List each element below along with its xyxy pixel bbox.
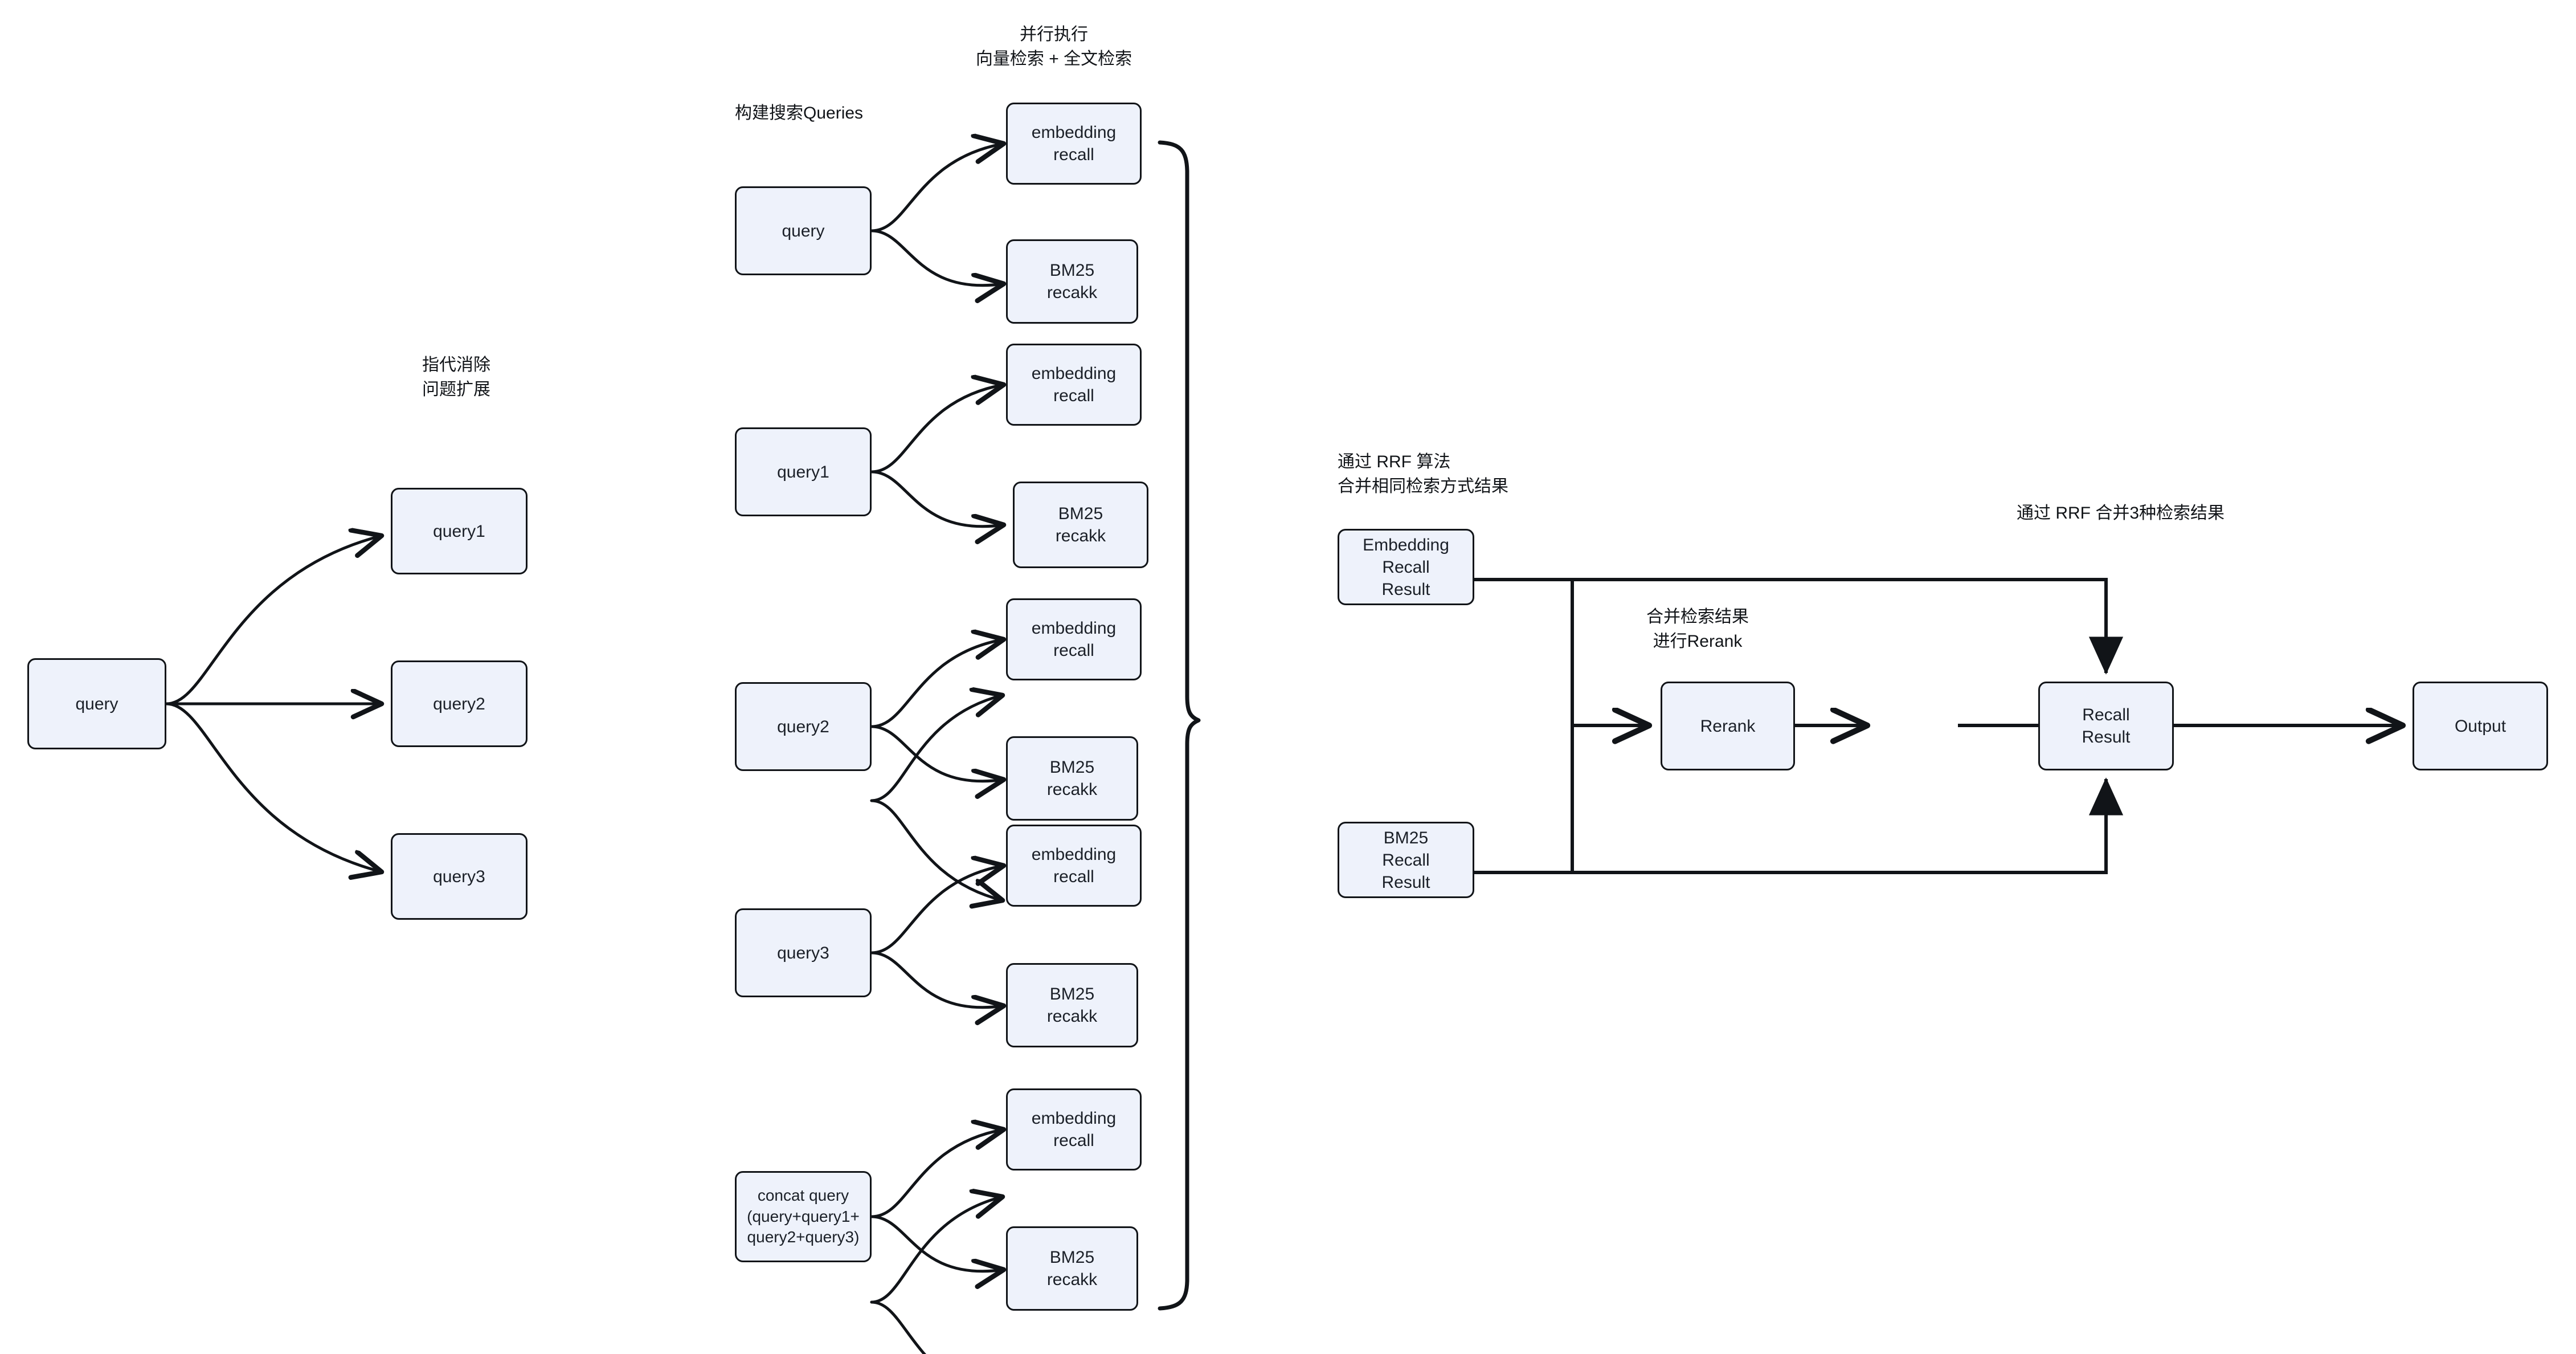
node-embedding-recall-1[interactable]: embedding recall — [1006, 103, 1142, 185]
node-query2[interactable]: query2 — [391, 660, 528, 747]
node-stage2-query3[interactable]: query3 — [735, 908, 872, 997]
node-embedding-recall-result[interactable]: Embedding Recall Result — [1338, 529, 1474, 605]
node-query3[interactable]: query3 — [391, 833, 528, 920]
node-bm25-recall-2[interactable]: BM25 recakk — [1013, 482, 1148, 568]
node-stage2-query1[interactable]: query1 — [735, 427, 872, 516]
node-bm25-recall-1[interactable]: BM25 recakk — [1006, 239, 1138, 324]
node-embedding-recall-5[interactable]: embedding recall — [1006, 1088, 1142, 1171]
caption-rewrite: 指代消除 问题扩展 — [422, 356, 490, 399]
node-embedding-recall-2[interactable]: embedding recall — [1006, 344, 1142, 426]
caption-parallel-exec: 并行执行 向量检索 + 全文检索 — [975, 25, 1132, 68]
node-stage2-query2[interactable]: query2 — [735, 682, 872, 771]
node-embedding-recall-3[interactable]: embedding recall — [1006, 598, 1142, 680]
node-query-source[interactable]: query — [27, 658, 166, 749]
caption-rrf-same-type: 通过 RRF 算法 合并相同检索方式结果 — [1338, 452, 1508, 496]
node-rerank[interactable]: Rerank — [1661, 682, 1795, 770]
node-stage2-concat-query[interactable]: concat query (query+query1+ query2+query… — [735, 1171, 872, 1262]
node-bm25-recall-3[interactable]: BM25 recakk — [1006, 736, 1138, 821]
node-query1[interactable]: query1 — [391, 488, 528, 574]
caption-rrf-three: 通过 RRF 合并3种检索结果 — [2017, 504, 2225, 523]
node-stage2-query[interactable]: query — [735, 186, 872, 275]
caption-build-queries: 构建搜索Queries — [735, 104, 864, 123]
node-bm25-recall-5[interactable]: BM25 recakk — [1006, 1226, 1138, 1311]
node-bm25-recall-4[interactable]: BM25 recakk — [1006, 963, 1138, 1047]
node-recall-result[interactable]: Recall Result — [2038, 682, 2174, 770]
node-output[interactable]: Output — [2413, 682, 2548, 770]
caption-merge-rerank: 合并检索结果 进行Rerank — [1646, 607, 1749, 651]
node-bm25-recall-result[interactable]: BM25 Recall Result — [1338, 822, 1474, 898]
node-embedding-recall-4[interactable]: embedding recall — [1006, 825, 1142, 907]
